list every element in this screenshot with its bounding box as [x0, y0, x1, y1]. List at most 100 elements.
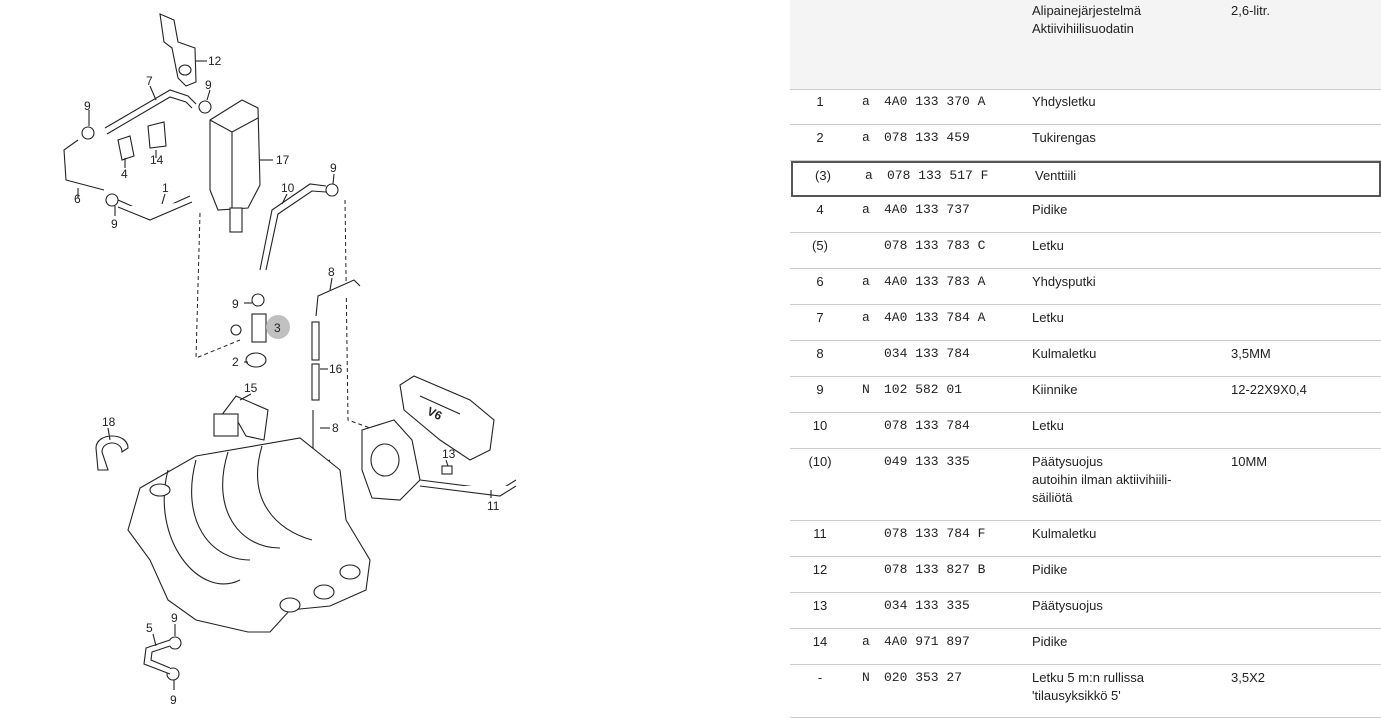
part-row[interactable]: (10) 049 133 335 Päätysuojus autoihin ilman…	[790, 449, 1381, 521]
hose-8	[315, 279, 361, 317]
part-position: 4	[816, 202, 824, 217]
part-flag: a	[862, 202, 870, 217]
canister-17	[209, 99, 273, 233]
bracket-12	[159, 13, 207, 87]
part-number: 078 133 459	[884, 130, 970, 145]
callout-label: 4	[121, 167, 128, 181]
part-description-line: Pidike	[1032, 202, 1068, 217]
part-note: 3,5X2	[1231, 670, 1265, 685]
part-description: Venttiili	[1035, 167, 1076, 185]
part-position: 13	[812, 598, 828, 613]
part-flag: a	[862, 130, 870, 145]
part-number: 4A0 971 897	[884, 634, 970, 649]
part-description-line: Kiinnike	[1032, 382, 1078, 397]
part-number: 049 133 335	[884, 454, 970, 469]
part-description: Yhdysputki	[1032, 273, 1096, 291]
callout-label: 9	[111, 217, 118, 231]
part-note: 3,5MM	[1231, 346, 1271, 361]
holder-4	[117, 135, 135, 161]
part-description-line: autoihin ilman aktiivihiili-	[1032, 472, 1172, 487]
part-position: 8	[816, 346, 824, 361]
part-number: 020 353 27	[884, 670, 963, 685]
guide-line	[195, 212, 241, 359]
clamp-18	[95, 435, 129, 471]
holder-14	[147, 121, 167, 149]
part-position: 1	[816, 94, 824, 109]
callout-label: 9	[330, 161, 337, 175]
callout-label: 10	[281, 181, 295, 195]
part-description-line: 'tilausyksikkö 5'	[1032, 688, 1121, 703]
clip-9	[198, 100, 212, 114]
callout-label: 9	[232, 297, 239, 311]
part-position: 14	[812, 634, 828, 649]
callout-label: 2	[232, 355, 239, 369]
valve-15	[213, 413, 239, 437]
callout-label: 8	[332, 421, 339, 435]
clip-9	[168, 636, 182, 650]
part-description-line: Päätysuojus	[1032, 598, 1103, 613]
part-position: 9	[816, 382, 824, 397]
callout-label: 6	[74, 192, 81, 206]
callout-label: 17	[276, 153, 290, 167]
parts-list-header: Alipainejärjestelmä Aktiivihiilisuodatin…	[790, 0, 1381, 90]
callout-label: 7	[146, 74, 153, 88]
part-description: Tukirengas	[1032, 129, 1096, 147]
tube-16	[311, 321, 320, 361]
part-description: Pidike	[1032, 201, 1067, 219]
part-description: Yhdysletku	[1032, 93, 1096, 111]
part-flag: N	[862, 670, 870, 685]
part-flag: N	[862, 382, 870, 397]
callout-label: 9	[170, 693, 177, 707]
part-position: 6	[816, 274, 824, 289]
part-position: -	[817, 670, 823, 685]
header-note: 2,6-litr.	[1231, 3, 1271, 18]
cap-13	[441, 465, 453, 475]
diagram-svg: V6 12 7 9 9 17 14	[63, 13, 517, 707]
callout-label: 9	[205, 78, 212, 92]
part-position: 7	[816, 310, 824, 325]
clip-9	[325, 183, 339, 197]
part-note: 12-22X9X0,4	[1231, 382, 1307, 397]
callout-label: 3	[274, 321, 281, 335]
part-description: Letku	[1032, 309, 1064, 327]
clip-9	[81, 126, 95, 140]
part-position: (5)	[812, 238, 828, 253]
part-flag: a	[862, 274, 870, 289]
valve-3	[230, 313, 290, 343]
part-number: 078 133 517 F	[887, 168, 989, 183]
part-description-line: Päätysuojus	[1032, 454, 1103, 469]
part-description: Pidike	[1032, 633, 1067, 651]
part-position: 10	[812, 418, 828, 433]
part-position: (10)	[808, 454, 832, 469]
callout-label: 14	[150, 153, 164, 167]
guide-line	[344, 199, 371, 429]
part-description-line: Yhdysletku	[1032, 94, 1096, 109]
part-description: Pidike	[1032, 561, 1067, 579]
part-number: 4A0 133 370 A	[884, 94, 986, 109]
callout-label: 9	[171, 611, 178, 625]
pipe-6	[63, 139, 105, 191]
part-flag: a	[865, 168, 873, 183]
part-description-line: Venttiili	[1035, 168, 1077, 183]
part-number: 078 133 827 B	[884, 562, 986, 577]
part-description-line: Pidike	[1032, 562, 1068, 577]
part-number: 078 133 784 F	[884, 526, 986, 541]
callout-label: 5	[146, 621, 153, 635]
callout-label: 15	[244, 381, 258, 395]
